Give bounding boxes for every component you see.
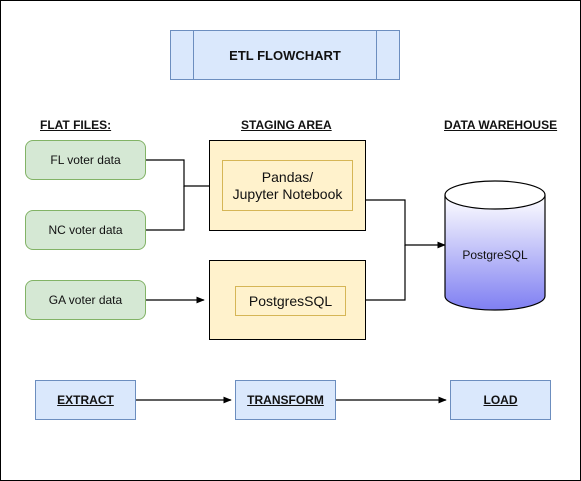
step-extract: EXTRACT <box>35 380 136 420</box>
warehouse-cylinder <box>444 180 546 311</box>
step-transform: TRANSFORM <box>235 380 336 420</box>
connector-pandas-to-warehouse <box>366 199 446 249</box>
staging-postgres-box: PostgresSQL <box>235 286 346 316</box>
header-flat-files: FLAT FILES: <box>40 118 112 132</box>
staging-postgres-label: PostgresSQL <box>248 292 333 309</box>
flat-file-nc-label: NC voter data <box>48 223 123 237</box>
flat-file-nc: NC voter data <box>25 210 146 250</box>
connector-fl-to-pandas <box>146 159 209 187</box>
flat-file-ga-label: GA voter data <box>48 293 123 307</box>
title-box: ETL FLOWCHART <box>170 30 400 80</box>
staging-pandas-label: Pandas/ Jupyter Notebook <box>232 168 343 202</box>
step-extract-label: EXTRACT <box>57 393 114 407</box>
step-load: LOAD <box>450 380 551 420</box>
staging-pandas-container: Pandas/ Jupyter Notebook <box>209 140 366 231</box>
title-box-left-bar <box>193 31 194 79</box>
step-load-label: LOAD <box>483 393 518 407</box>
staging-postgres-container: PostgresSQL <box>209 260 366 340</box>
connector-nc-to-pandas <box>146 186 185 231</box>
flat-file-fl: FL voter data <box>25 140 146 180</box>
diagram-title: ETL FLOWCHART <box>229 47 341 63</box>
title-box-right-bar <box>376 31 377 79</box>
warehouse-label: PostgreSQL <box>462 248 528 262</box>
staging-pandas-box: Pandas/ Jupyter Notebook <box>222 160 353 211</box>
header-staging-area: STAGING AREA <box>241 118 332 132</box>
step-transform-label: TRANSFORM <box>247 393 324 407</box>
connector-postgres-to-warehouse <box>366 245 406 301</box>
header-data-warehouse: DATA WAREHOUSE <box>444 118 558 132</box>
flat-file-fl-label: FL voter data <box>50 153 121 167</box>
flat-file-ga: GA voter data <box>25 280 146 320</box>
